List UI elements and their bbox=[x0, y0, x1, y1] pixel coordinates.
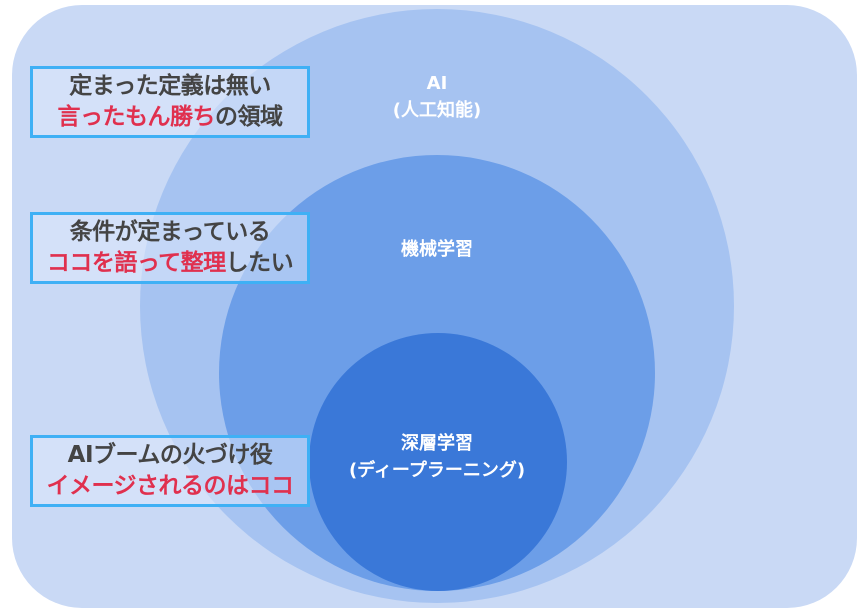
note-ai: 定まった定義は無い 言ったもん勝ちの領域 bbox=[30, 66, 310, 138]
note-rest: の領域 bbox=[215, 104, 283, 130]
dl-title: 深層学習 bbox=[401, 433, 473, 454]
note-line1: 条件が定まっている bbox=[69, 219, 271, 245]
note-ml: 条件が定まっている ココを語って整理したい bbox=[30, 212, 310, 284]
note-line1: AIブームの火づけ役 bbox=[67, 442, 273, 468]
ml-label: 機械学習 bbox=[287, 236, 587, 263]
note-dl: AIブームの火づけ役 イメージされるのはココ bbox=[30, 435, 310, 507]
dl-subtitle: (ディープラーニング) bbox=[348, 460, 526, 481]
ml-title: 機械学習 bbox=[401, 239, 473, 260]
ai-subtitle: (人工知能) bbox=[392, 100, 482, 121]
note-line2: イメージされるのはココ bbox=[33, 471, 307, 502]
dl-label: 深層学習 (ディープラーニング) bbox=[287, 430, 587, 484]
note-line2: 言ったもん勝ちの領域 bbox=[33, 102, 307, 133]
note-line1: 定まった定義は無い bbox=[69, 73, 271, 99]
note-rest: したい bbox=[225, 250, 294, 276]
note-highlight: イメージされるのはココ bbox=[46, 473, 294, 499]
note-highlight: 言ったもん勝ち bbox=[57, 104, 216, 130]
note-highlight: ココを語って整理 bbox=[46, 250, 226, 276]
note-line2: ココを語って整理したい bbox=[33, 248, 307, 279]
dl-circle bbox=[309, 333, 567, 591]
ai-title: AI bbox=[426, 73, 448, 94]
ai-label: AI (人工知能) bbox=[287, 70, 587, 124]
